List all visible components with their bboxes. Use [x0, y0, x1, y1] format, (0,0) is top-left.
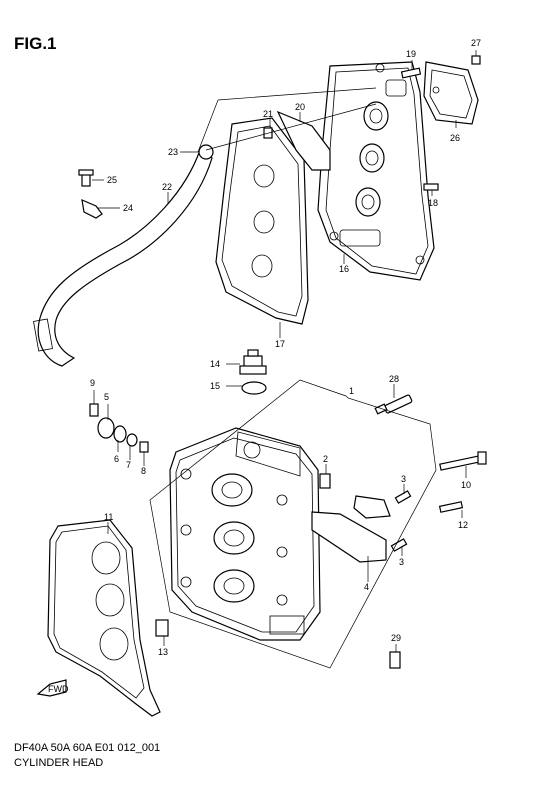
callout-11: 11	[104, 512, 113, 522]
cover-gasket-small	[276, 110, 331, 171]
callout-8: 8	[141, 466, 146, 476]
diagram-caption: CYLINDER HEAD	[14, 757, 103, 769]
direction-marker: FWD	[36, 679, 69, 697]
bolt-9	[89, 403, 99, 417]
bolt-3a	[394, 490, 412, 504]
callout-5: 5	[104, 392, 109, 402]
filler-o-ring	[241, 381, 267, 395]
part-6	[113, 425, 127, 443]
direction-marker-label: FWD	[48, 684, 69, 694]
callout-28: 28	[389, 374, 399, 384]
oil-filler-cap	[239, 349, 267, 375]
head-cover-gasket	[215, 117, 309, 325]
leader-lines	[92, 50, 477, 669]
callouts: 1 2 3 3 4 5 6 7 8 9 10 11 12 13 14 15 16…	[90, 38, 481, 657]
callout-2: 2	[323, 454, 328, 464]
bolt-8	[139, 441, 149, 453]
callout-26: 26	[450, 133, 460, 143]
cylinder-head-gasket	[47, 519, 161, 717]
callout-13: 13	[158, 647, 168, 657]
callout-19: 19	[406, 49, 416, 59]
bolt-27	[471, 55, 481, 65]
model-code: DF40A 50A 60A E01 012_001	[14, 742, 160, 754]
breather-hose	[33, 144, 214, 367]
bolt-10	[439, 451, 487, 471]
bracket-4	[311, 511, 387, 563]
cylinder-head-cover	[317, 61, 435, 281]
callout-9: 9	[90, 378, 95, 388]
bolt-18	[423, 183, 439, 191]
pin-2	[319, 473, 331, 489]
callout-22: 22	[162, 182, 172, 192]
callout-17: 17	[275, 339, 285, 349]
callout-4: 4	[364, 582, 369, 592]
callout-29: 29	[391, 633, 401, 643]
callout-10: 10	[461, 480, 471, 490]
callout-21: 21	[263, 109, 273, 119]
bolt-12	[438, 501, 464, 513]
callout-27: 27	[471, 38, 481, 48]
spark-plug	[374, 394, 413, 415]
callout-6: 6	[114, 454, 119, 464]
callout-7: 7	[126, 460, 131, 470]
bolt-19	[400, 67, 422, 79]
figure-title: FIG.1	[14, 34, 57, 53]
callout-1: 1	[349, 386, 354, 396]
pin-29	[389, 651, 401, 669]
callout-3b: 3	[399, 557, 404, 567]
bolt-25	[78, 169, 94, 187]
callout-25: 25	[107, 175, 117, 185]
callout-3a: 3	[401, 474, 406, 484]
part-5	[97, 417, 115, 439]
callout-15: 15	[210, 381, 220, 391]
pin-13	[155, 619, 169, 637]
bracket-3	[353, 495, 391, 519]
callout-16: 16	[339, 264, 349, 274]
callout-12: 12	[458, 520, 468, 530]
cylinder-head	[169, 427, 321, 641]
callout-20: 20	[295, 102, 305, 112]
callout-14: 14	[210, 359, 220, 369]
callout-24: 24	[123, 203, 133, 213]
callout-18: 18	[428, 198, 438, 208]
hose-clip	[81, 199, 103, 219]
callout-23: 23	[168, 147, 178, 157]
cover-plate	[423, 61, 479, 125]
part-7	[126, 433, 138, 447]
